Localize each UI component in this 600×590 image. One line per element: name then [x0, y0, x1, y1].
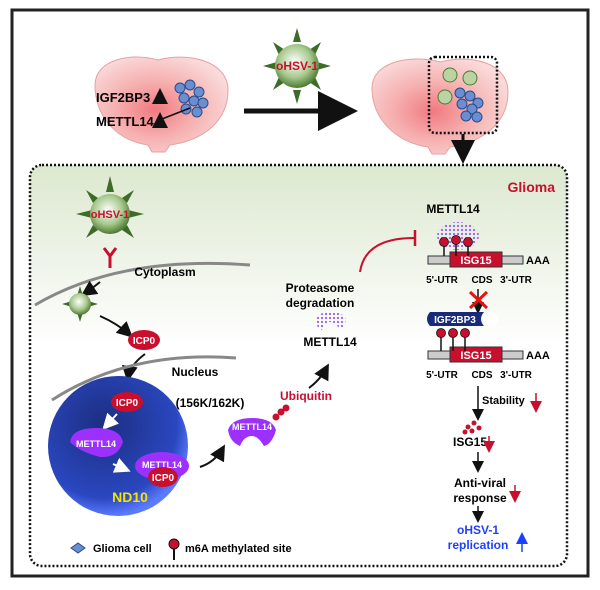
proteasome-label: Proteasome — [286, 281, 355, 295]
mrna-stabilized — [427, 328, 524, 363]
icp0-protein — [111, 392, 143, 412]
polya-label: AAA — [526, 255, 550, 267]
mettl14-label: METTL14 — [232, 422, 272, 432]
glioma-cell-icon — [70, 542, 86, 554]
nuclear-envelope — [51, 355, 237, 402]
utr5-label: 5'-UTR — [426, 275, 459, 286]
isg15-cds-label: ISG15 — [460, 350, 491, 362]
receptor-icon — [102, 247, 118, 268]
blocked-x-icon — [468, 290, 489, 310]
icp0-label: ICP0 — [116, 398, 139, 409]
igf2bp3-label: IGF2BP3 — [434, 315, 476, 326]
icp0-label: ICP0 — [133, 336, 156, 347]
cell-membrane — [34, 261, 251, 307]
mrna-methylated — [427, 235, 524, 268]
virus-label: oHSV-1 — [91, 209, 130, 221]
ubiquitin-label: Ubiquitin — [280, 389, 332, 403]
response-label: response — [453, 491, 507, 505]
legend: Glioma cell m6A methylated site — [70, 538, 292, 560]
icp0-protein — [128, 330, 160, 350]
m6a-site-icon — [439, 235, 473, 247]
icp0-protein — [148, 467, 178, 487]
igf2bp3-protein — [427, 312, 484, 326]
mettl14-protein — [70, 428, 123, 458]
zoom-box — [427, 55, 499, 135]
nucleus-label: Nucleus — [172, 365, 219, 379]
igf2bp3-pocket — [484, 312, 498, 326]
m6a-site-icon — [436, 328, 470, 338]
nd10-label: ND10 — [112, 489, 148, 505]
cds-label: CDS — [471, 370, 492, 381]
virus-label: oHSV-1 — [276, 59, 318, 73]
arrow — [308, 363, 329, 389]
mettl14-label: METTL14 — [96, 114, 155, 129]
degradation-label: degradation — [286, 296, 355, 310]
isg15-protein-icon — [462, 420, 482, 435]
arrow — [102, 412, 120, 430]
virus-icon — [263, 28, 331, 104]
arrow — [99, 315, 133, 338]
virus-icon — [76, 176, 144, 238]
mettl14-label: METTL14 — [76, 439, 116, 449]
ubiquitin-chain-icon — [272, 404, 290, 421]
cds-label: CDS — [471, 275, 492, 286]
mettl14-label: METTL14 — [142, 460, 182, 470]
antiviral-label: Anti-viral — [454, 476, 506, 490]
virus-icon — [62, 286, 98, 322]
utr3-label: 3'-UTR — [500, 370, 533, 381]
igf2bp3-label: IGF2BP3 — [96, 90, 150, 105]
ubiquitinated-mettl14 — [228, 418, 276, 446]
isg15-protein-label: ISG15 — [453, 435, 487, 449]
utr5-label: 5'-UTR — [426, 370, 459, 381]
arrow — [112, 457, 131, 473]
inhibition-arrow — [359, 237, 415, 273]
m6a-site-icon — [168, 538, 180, 550]
ohsv-replication-label: oHSV-1 — [457, 523, 499, 537]
replication-label: replication — [448, 538, 509, 552]
brain-infected-illustration — [371, 55, 509, 155]
stability-label: Stability — [482, 395, 526, 407]
utr3-label: 3'-UTR — [500, 275, 533, 286]
ubiquitination-sites: (156K/162K) — [176, 396, 245, 410]
degraded-mettl14-label: METTL14 — [303, 335, 357, 349]
arrow — [80, 280, 101, 297]
legend-m6a: m6A methylated site — [185, 543, 292, 555]
glioma-label: Glioma — [508, 179, 556, 195]
legend-glioma-cell: Glioma cell — [93, 543, 152, 555]
mettl14-writer-label: METTL14 — [426, 202, 480, 216]
isg15-cds-label: ISG15 — [460, 255, 491, 267]
arrow — [199, 444, 225, 468]
brain-glioma-illustration — [94, 56, 229, 153]
cytoplasm-label: Cytoplasm — [134, 265, 195, 279]
degraded-mettl14 — [316, 312, 346, 330]
polya-label: AAA — [526, 350, 550, 362]
icp0-label: ICP0 — [152, 473, 175, 484]
